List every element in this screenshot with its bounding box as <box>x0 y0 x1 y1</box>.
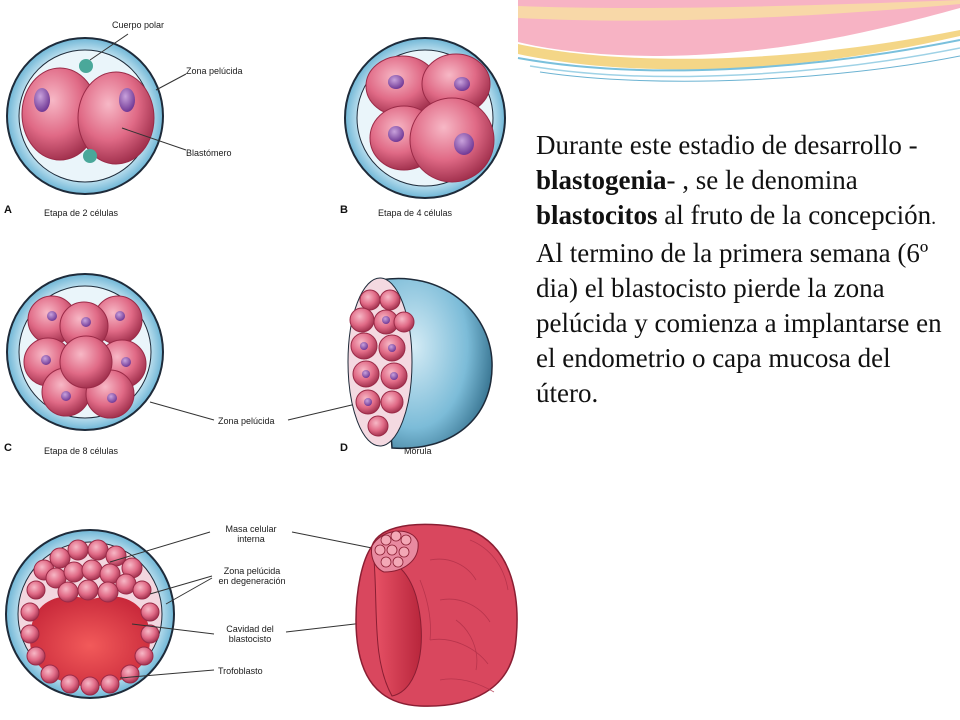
p1-part2: - , se le denomina <box>666 165 858 195</box>
stage-a-leader-lines <box>89 33 187 151</box>
stage-a-letter: A <box>4 204 12 216</box>
stage-b-caption: Etapa de 4 células <box>378 208 453 218</box>
label-zona-pelucida-a: Zona pelúcida <box>186 66 243 76</box>
stage-a-caption: Etapa de 2 células <box>44 208 119 218</box>
p1-bold-blastocitos: blastocitos <box>536 200 658 230</box>
decorative-waves <box>517 0 960 82</box>
label-masa-line-2: interna <box>237 534 265 544</box>
label-cavidad-line-1: Cavidad del <box>226 624 274 634</box>
label-zona-deg-line-2: en degeneración <box>218 576 286 586</box>
p1-bold-blastogenia: blastogenia <box>536 165 667 195</box>
label-cuerpo-polar: Cuerpo polar <box>112 20 165 30</box>
stage-c-letter: C <box>4 442 12 454</box>
paragraph-2: Al termino de la primera semana (6º dia)… <box>536 238 942 408</box>
label-blastomero: Blastómero <box>186 148 232 158</box>
stage-a-embryo <box>6 37 164 195</box>
stage-d-letter: D <box>340 442 348 454</box>
label-zona-degeneracion: Zona pelúcida en degeneración <box>206 566 298 586</box>
label-zona-pelucida-c: Zona pelúcida <box>218 416 275 426</box>
stage-b-letter: B <box>340 204 348 216</box>
paragraph-1: Durante este estadio de desarrollo - blas… <box>536 128 956 236</box>
stage-e-3d-blastocyst <box>355 523 518 707</box>
stage-e-blastocyst <box>5 529 175 699</box>
label-masa-celular-interna: Masa celular interna <box>206 524 296 544</box>
stage-c-caption: Etapa de 8 células <box>44 446 119 456</box>
label-masa-line-1: Masa celular <box>225 524 277 534</box>
label-cavidad-blastocisto: Cavidad del blastocisto <box>210 624 290 644</box>
p1-end: . <box>931 207 937 229</box>
stage-d-caption: Mórula <box>404 446 432 456</box>
label-zona-deg-line-1: Zona pelúcida <box>223 566 281 576</box>
p1-part1: Durante este estadio de desarrollo - <box>536 130 918 160</box>
label-cavidad-line-2: blastocisto <box>228 634 272 644</box>
text-panel: Durante este estadio de desarrollo - blas… <box>536 128 956 411</box>
label-trofoblasto: Trofoblasto <box>218 666 263 676</box>
stage-b-embryo <box>344 37 506 199</box>
p1-part3: al fruto de la concepción <box>657 200 932 230</box>
stage-d-morula <box>347 277 493 450</box>
stage-c-embryo <box>6 273 164 431</box>
stage-c-leader-lines <box>149 401 357 421</box>
